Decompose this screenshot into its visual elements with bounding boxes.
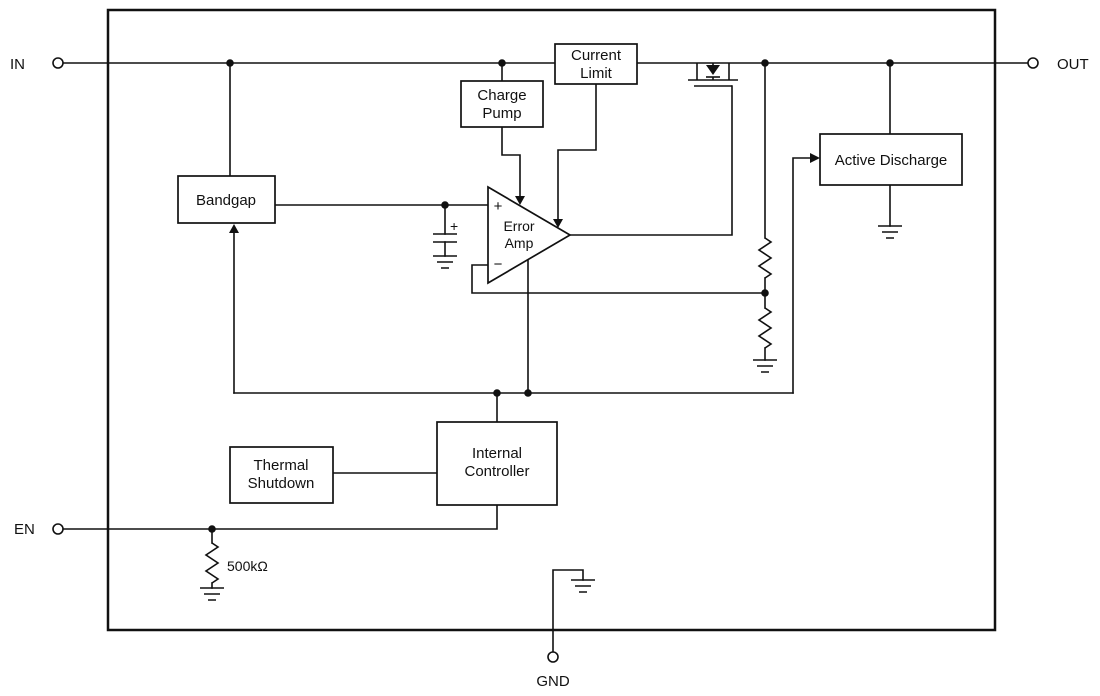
wire-current-limit-output: [557, 83, 597, 220]
wire-charge-pump-output: [501, 127, 521, 197]
feedback-resistor-bottom-icon: [758, 307, 772, 349]
error-amp-label-line1: Error: [503, 218, 534, 234]
bandgap-box: [177, 175, 276, 224]
body-diode-icon: [706, 63, 720, 80]
junction-dot: [208, 525, 216, 533]
en-pulldown-resistor-icon: [205, 542, 219, 584]
active-discharge-ground-icon: [877, 225, 903, 239]
in-pin-terminal: [52, 57, 64, 69]
error-amp-plus-input-label: +: [494, 198, 503, 215]
bandgap-label: Bandgap: [196, 192, 256, 209]
error-amp-minus-input-label: −: [494, 256, 503, 273]
function-blocks: Current Limit Charge Pump Bandgap Active…: [177, 43, 963, 506]
charge-pump-block: Charge Pump: [460, 80, 544, 128]
gnd-pin-label: GND: [536, 673, 570, 690]
junction-dot: [441, 201, 449, 209]
gnd-pin-terminal: [547, 651, 559, 663]
current-limit-box: [554, 43, 638, 85]
feedback-resistor-top-icon: [758, 237, 772, 279]
charge-pump-box: [460, 80, 544, 128]
divider-ground-icon: [752, 359, 778, 373]
thermal-shutdown-block: Thermal Shutdown: [229, 446, 334, 504]
gnd-pin-ground-icon: [570, 579, 596, 593]
charge-pump-arrow-icon: [515, 196, 525, 205]
internal-controller-block: Internal Controller: [436, 421, 558, 506]
wire-enable: [62, 504, 498, 530]
cap-ground-icon: [432, 255, 458, 269]
components: [199, 63, 903, 601]
active-discharge-box: [819, 133, 963, 186]
wires: [62, 62, 1029, 653]
current-limit-label-line1: Current: [571, 47, 622, 64]
junction-dot: [886, 59, 894, 67]
junction-dot: [493, 389, 501, 397]
thermal-shutdown-box: [229, 446, 334, 504]
current-limit-arrow-icon: [553, 219, 563, 228]
en-pin-label: EN: [14, 521, 35, 538]
en-pin-terminal: [52, 523, 64, 535]
junction-dots: [208, 59, 894, 533]
thermal-shutdown-label-line1: Thermal: [253, 457, 308, 474]
internal-controller-box: [436, 421, 558, 506]
active-discharge-block: Active Discharge: [819, 133, 963, 186]
reference-capacitor-icon: [433, 233, 457, 243]
error-amp-triangle: [487, 185, 572, 285]
error-amp-label-line2: Amp: [505, 235, 534, 251]
junction-dot: [524, 389, 532, 397]
current-limit-block: Current Limit: [554, 43, 638, 85]
junction-dot: [498, 59, 506, 67]
error-amp-block: + − Error Amp: [487, 185, 572, 285]
wire-gnd-pin: [552, 569, 584, 653]
diode-triangle: [706, 65, 720, 75]
junction-dot: [226, 59, 234, 67]
wire-feedback-to-minus-input: [471, 264, 766, 294]
charge-pump-label-line2: Pump: [482, 105, 521, 122]
bandgap-enable-arrow-icon: [229, 224, 239, 233]
in-pin-label: IN: [10, 56, 25, 73]
active-discharge-label: Active Discharge: [835, 152, 948, 169]
junction-dot: [761, 289, 769, 297]
en-pulldown-resistor-label: 500kΩ: [227, 558, 268, 574]
thermal-shutdown-label-line2: Shutdown: [248, 475, 315, 492]
wire-bus-to-active-discharge: [792, 157, 811, 394]
cap-polarity-label: +: [450, 218, 458, 234]
chip-boundary: [106, 8, 997, 632]
internal-controller-label-line1: Internal: [472, 445, 522, 462]
out-pin-label: OUT: [1057, 56, 1089, 73]
bandgap-block: Bandgap: [177, 175, 276, 224]
active-discharge-arrow-icon: [810, 153, 820, 163]
out-pin-terminal: [1027, 57, 1039, 69]
pins: IN OUT EN GND: [10, 56, 1089, 690]
charge-pump-label-line1: Charge: [477, 87, 526, 104]
current-limit-label-line2: Limit: [580, 65, 613, 82]
junction-dot: [761, 59, 769, 67]
internal-controller-label-line2: Controller: [464, 463, 529, 480]
en-resistor-ground-icon: [199, 587, 225, 601]
wire-error-amp-to-gate: [569, 85, 733, 236]
